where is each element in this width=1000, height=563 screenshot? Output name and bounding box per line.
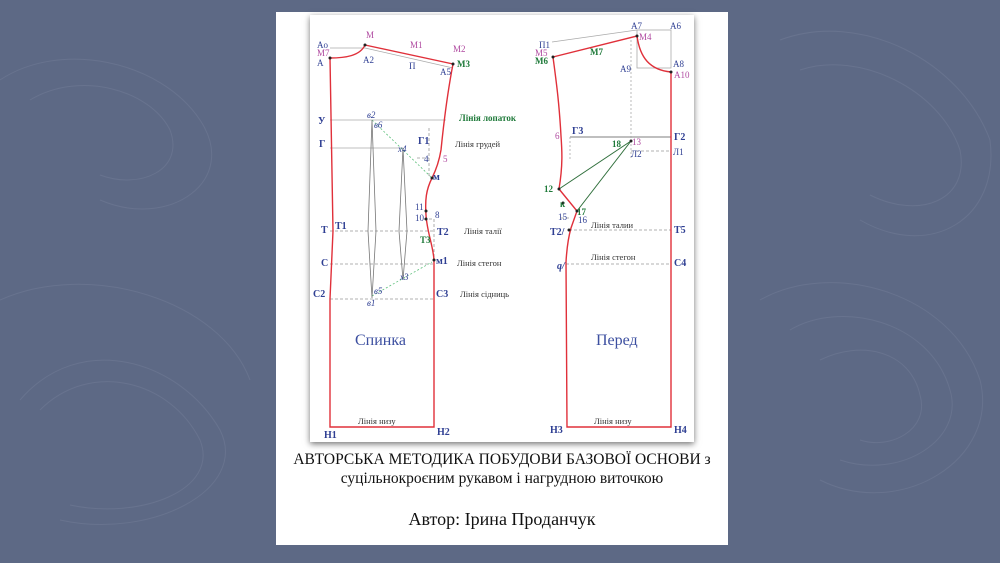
label-12: 12 [544, 184, 554, 194]
label-10: 10 [415, 213, 425, 223]
label-C4: C4 [674, 258, 686, 269]
label-K: к [560, 199, 566, 209]
label-G2: Г2 [674, 132, 685, 143]
label-M5: M5 [535, 48, 548, 58]
back-hem-line-label: Лінія низу [358, 416, 396, 426]
back-seat-line-label: Лінія сідниць [460, 289, 509, 299]
slide-title-line1: АВТОРСЬКА МЕТОДИКА ПОБУДОВИ БАЗОВОЇ ОСНО… [293, 451, 711, 468]
back-shoulder-blade-line-label: Лінія лопаток [459, 113, 517, 123]
label-A9: A9 [620, 64, 631, 74]
label-15: 15 [558, 212, 568, 222]
front-waist-line-label: Лінія талии [591, 220, 634, 230]
label-A8: A8 [673, 59, 684, 69]
label-4: 4 [424, 154, 429, 164]
label-11: 11 [415, 202, 424, 212]
label-H1: H1 [324, 430, 337, 441]
label-q: q/ [557, 261, 566, 272]
label-M: M [366, 30, 374, 40]
label-M1b: м1 [436, 256, 448, 267]
label-6: 6 [555, 131, 560, 141]
pattern-drawing: Ao M7 A M A2 M1 M2 П A5 M3 У Г Г1 4 5 м … [313, 21, 690, 441]
back-outline [329, 44, 454, 428]
label-17: 17 [577, 207, 587, 217]
label-16: 16 [578, 215, 588, 225]
label-T1: T1 [335, 221, 347, 232]
label-G1: Г1 [418, 136, 429, 147]
label-Ao: Ao [317, 40, 328, 50]
label-U: У [318, 116, 326, 127]
label-M3: M3 [457, 59, 470, 69]
label-5: 5 [443, 154, 448, 164]
label-P1: П1 [539, 40, 550, 50]
label-M6: M6 [535, 56, 548, 66]
label-A2: A2 [363, 55, 374, 65]
label-x4: х4 [397, 144, 407, 154]
pattern-image-frame [310, 15, 694, 442]
back-hip-line-label: Лінія стегон [457, 258, 502, 268]
label-H3: H3 [550, 425, 563, 436]
label-M7: M7 [317, 48, 330, 58]
label-H4: H4 [674, 425, 687, 436]
back-piece-name: Спинка [355, 332, 406, 349]
label-A10: A10 [674, 70, 690, 80]
label-T5: T5 [674, 225, 686, 236]
label-L2: Л2 [631, 149, 642, 159]
label-C: C [321, 258, 328, 269]
label-v6: в6 [374, 120, 383, 130]
label-M1: M1 [410, 40, 423, 50]
label-C2: C2 [313, 289, 325, 300]
front-piece-name: Перед [596, 332, 638, 349]
label-A5: A5 [440, 67, 451, 77]
label-T3: T3 [420, 235, 431, 245]
label-L1: Л1 [673, 147, 684, 157]
label-x3: х3 [399, 272, 409, 282]
label-A7: A7 [631, 21, 642, 31]
label-M7-front: M7 [590, 47, 603, 57]
label-T: T [321, 225, 328, 236]
front-hip-line-label: Лінія стегон [591, 252, 636, 262]
label-8: 8 [435, 210, 440, 220]
front-outline [552, 35, 672, 428]
label-18: 18 [612, 139, 622, 149]
slide-title-line2: суцільнокроєним рукавом і нагрудною вито… [340, 470, 664, 487]
label-G3: Г3 [572, 126, 583, 137]
label-M4: M4 [639, 32, 652, 42]
label-C3: C3 [436, 289, 448, 300]
label-T2: T2 [437, 227, 449, 238]
back-chest-line-label: Лінія грудей [455, 139, 501, 149]
back-waist-line-label: Лінія талії [464, 226, 502, 236]
label-M2: M2 [453, 44, 466, 54]
label-P: П [409, 61, 416, 71]
label-v1: в1 [367, 298, 375, 308]
label-A: A [317, 58, 324, 68]
label-G: Г [319, 139, 325, 150]
label-v5: в5 [374, 286, 383, 296]
label-m: м [433, 172, 440, 183]
label-T2-prime: T2/ [550, 227, 565, 238]
label-13: 13 [632, 137, 642, 147]
label-v2: в2 [367, 110, 376, 120]
label-H2: H2 [437, 427, 450, 438]
slide-author: Автор: Ірина Проданчук [408, 509, 596, 529]
label-A6: A6 [670, 21, 681, 31]
front-hem-line-label: Лінія низу [594, 416, 632, 426]
